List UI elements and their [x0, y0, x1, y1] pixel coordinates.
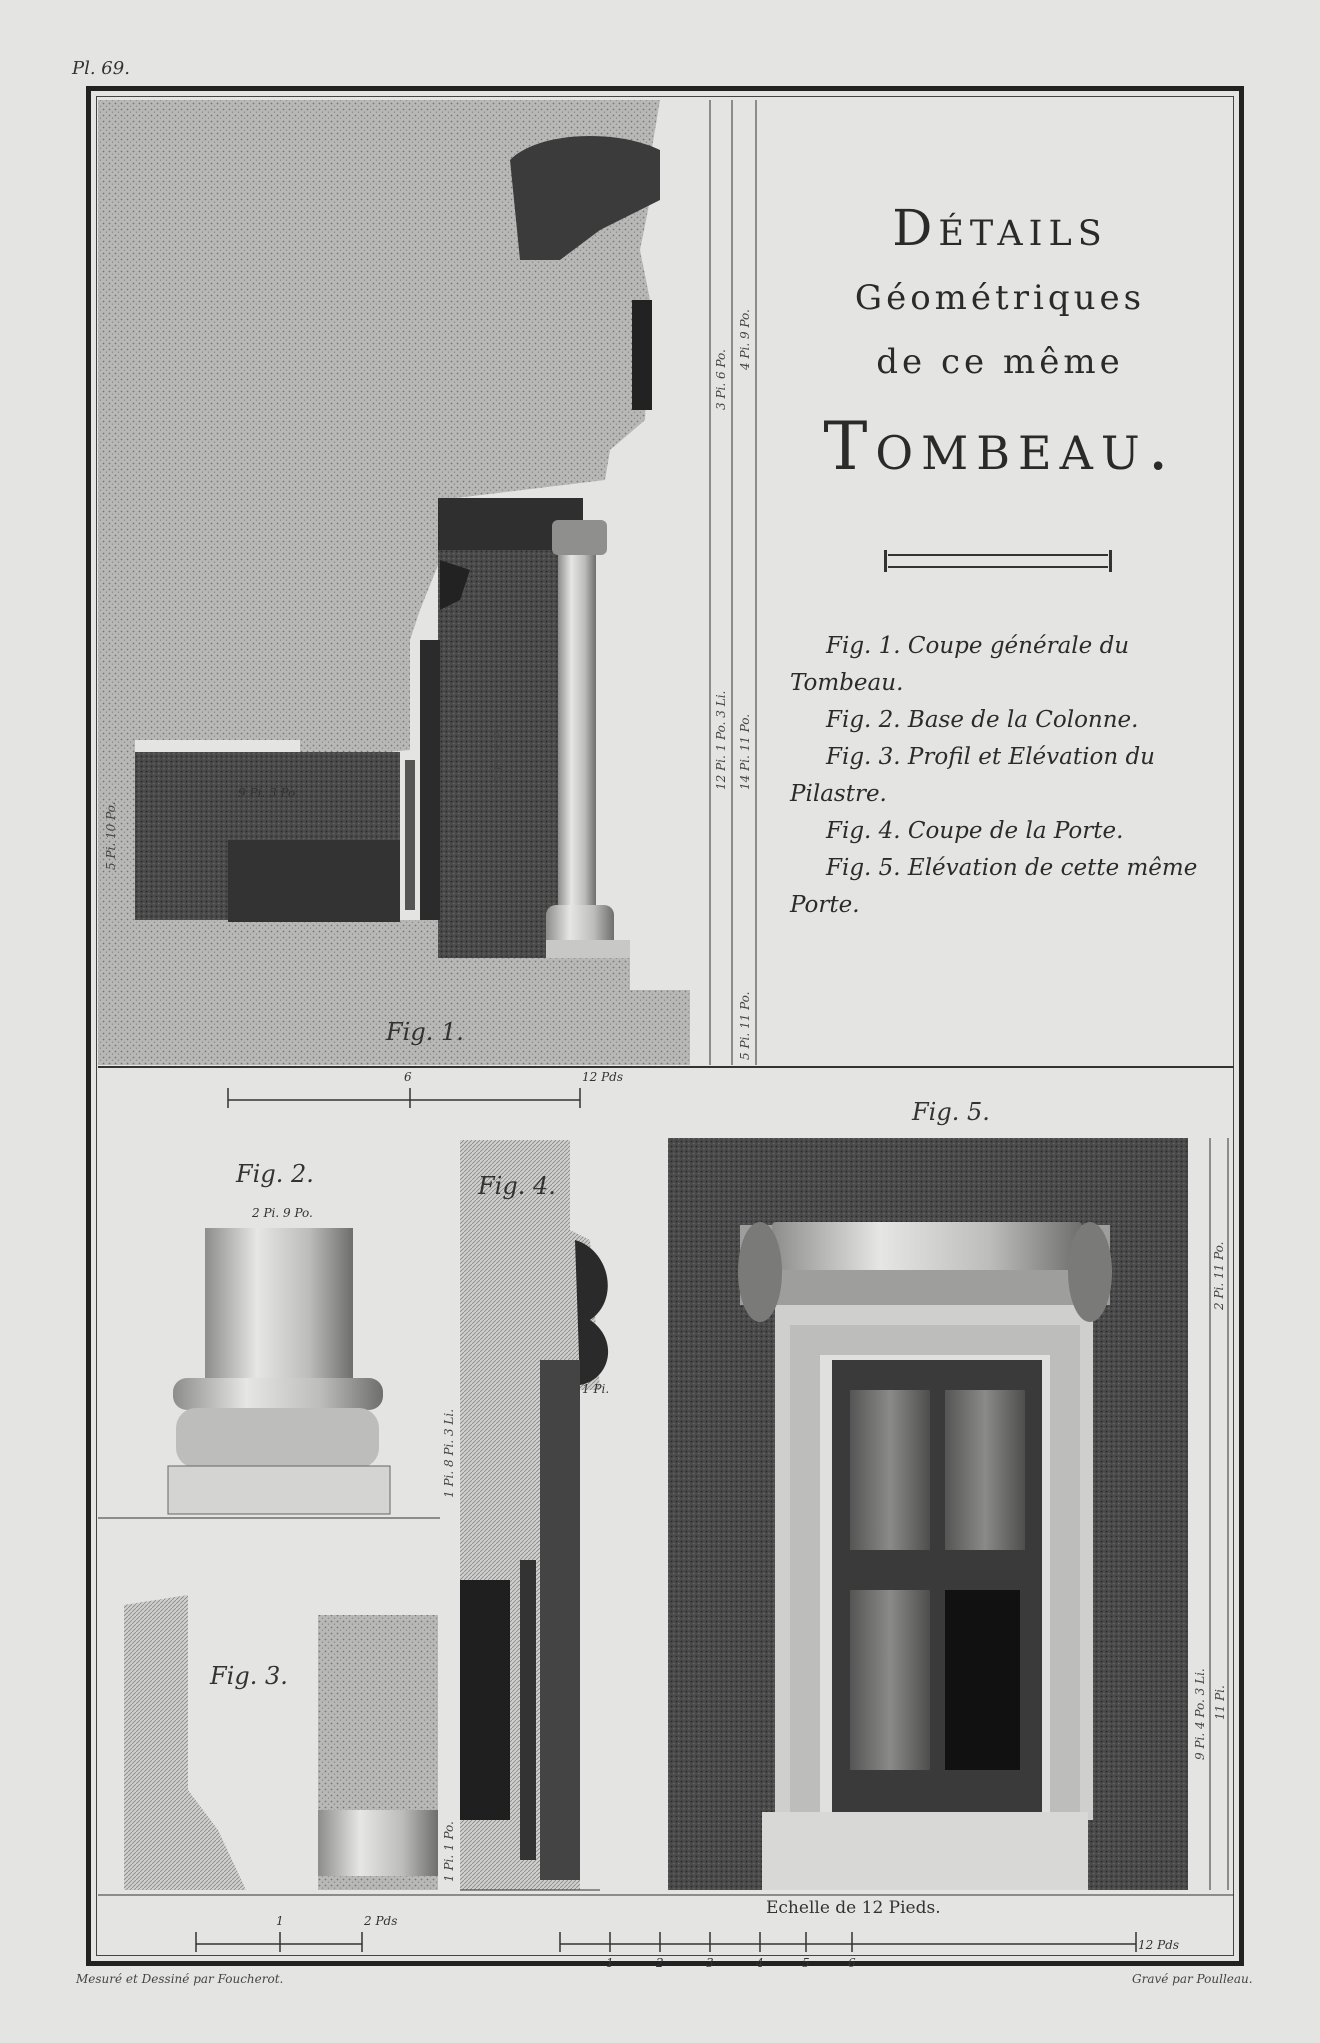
dim-fig2-width: 2 Pi. 9 Po.: [252, 1206, 313, 1220]
dim-fig5-a: 2 Pi. 11 Po.: [1212, 1241, 1226, 1311]
dim-fig1-width: 9 Pi. 3 Po.: [238, 786, 299, 800]
credit-engraver: Gravé par Poulleau.: [1132, 1972, 1253, 1986]
fig5-door-elevation: [668, 1138, 1229, 1890]
credit-draftsman: Mesuré et Dessiné par Foucherot.: [76, 1972, 284, 1986]
scale-tick: 5: [802, 1956, 810, 1970]
dim-rule-d: 14 Pi. 11 Po.: [738, 713, 752, 790]
scale-left-mid: 1: [276, 1914, 284, 1928]
dim-fig1-column: 12 Pi. 8 Po.: [492, 721, 506, 791]
ornamental-rule: [884, 550, 1112, 572]
dim-rule-a: 3 Pi. 6 Po.: [714, 349, 728, 410]
plate-inner-border: [96, 96, 1234, 1956]
fig1-dimension-rules: [709, 100, 757, 1065]
title-line-2: Géométriques: [854, 278, 1146, 318]
title-line-1: Détails: [892, 199, 1108, 257]
fig3-pilaster-profile: [98, 1517, 440, 1890]
dim-fig5-b: 9 Pi. 4 Po. 3 Li.: [1193, 1668, 1207, 1760]
legend-item: Fig. 3. Profil et Elévation du Pilastre.: [790, 744, 1155, 807]
scale-tick: 2: [656, 1956, 664, 1970]
legend-item: Fig. 4. Coupe de la Porte.: [826, 818, 1124, 844]
dim-fig5-c: 11 Pi.: [1213, 1685, 1227, 1720]
scale-top-end: 12 Pds: [582, 1070, 623, 1084]
scale-left-end: 2 Pds: [364, 1914, 398, 1928]
legend-item: Fig. 2. Base de la Colonne.: [826, 707, 1139, 733]
dim-fig1-step: 6 Pi.: [300, 872, 328, 886]
scale-title: Echelle de 12 Pieds.: [766, 1898, 941, 1918]
legend-item: Fig. 1. Coupe générale du Tombeau.: [790, 633, 1130, 696]
fig1-label: Fig. 1.: [386, 1018, 464, 1046]
fig2-label: Fig. 2.: [236, 1160, 314, 1188]
title-line-3: de ce même: [876, 342, 1124, 382]
scale-main-end: 12 Pds: [1138, 1938, 1179, 1952]
fig5-label: Fig. 5.: [912, 1098, 990, 1126]
scale-tick: 4: [756, 1956, 764, 1970]
figure-legend: Fig. 1. Coupe générale du Tombeau. Fig. …: [790, 628, 1210, 924]
plate-number: Pl. 69.: [72, 58, 130, 79]
fig3-label: Fig. 3.: [210, 1662, 288, 1690]
dim-fig1-left: 5 Pi. 10 Po.: [104, 801, 118, 871]
scale-top-mid: 6: [404, 1070, 412, 1084]
scale-bar-bottom-left: [195, 1932, 363, 1952]
dim-rule-b: 4 Pi. 9 Po.: [738, 309, 752, 370]
plate-title: Détails Géométriques de ce même Tombeau.: [770, 198, 1230, 492]
fig2-column-base: [167, 1228, 391, 1515]
dim-rule-e: 5 Pi. 11 Po.: [738, 991, 752, 1061]
dim-fig3-height: 1 Pi. 1 Po.: [442, 1821, 456, 1882]
dim-rule-c: 12 Pi. 1 Po. 3 Li.: [714, 690, 728, 790]
fig4-label: Fig. 4.: [478, 1172, 556, 1200]
scale-tick: 6: [848, 1956, 856, 1970]
scale-bar-bottom-main: [559, 1932, 1137, 1952]
scale-bar-top: [227, 1088, 581, 1108]
dim-fig2-height: 1 Pi. 8 Pi. 3 Li.: [442, 1408, 456, 1498]
plate-frame: [86, 86, 1244, 1966]
fig4-door-section: [460, 1140, 609, 1891]
scale-tick: 3: [706, 1956, 714, 1970]
title-line-4: Tombeau.: [823, 408, 1177, 485]
fig1-section-drawing: [98, 100, 690, 1065]
legend-item: Fig. 5. Elévation de cette même Porte.: [790, 855, 1198, 918]
dim-fig4-offset: 1 Pi.: [582, 1382, 610, 1396]
scale-tick: 1: [606, 1956, 614, 1970]
